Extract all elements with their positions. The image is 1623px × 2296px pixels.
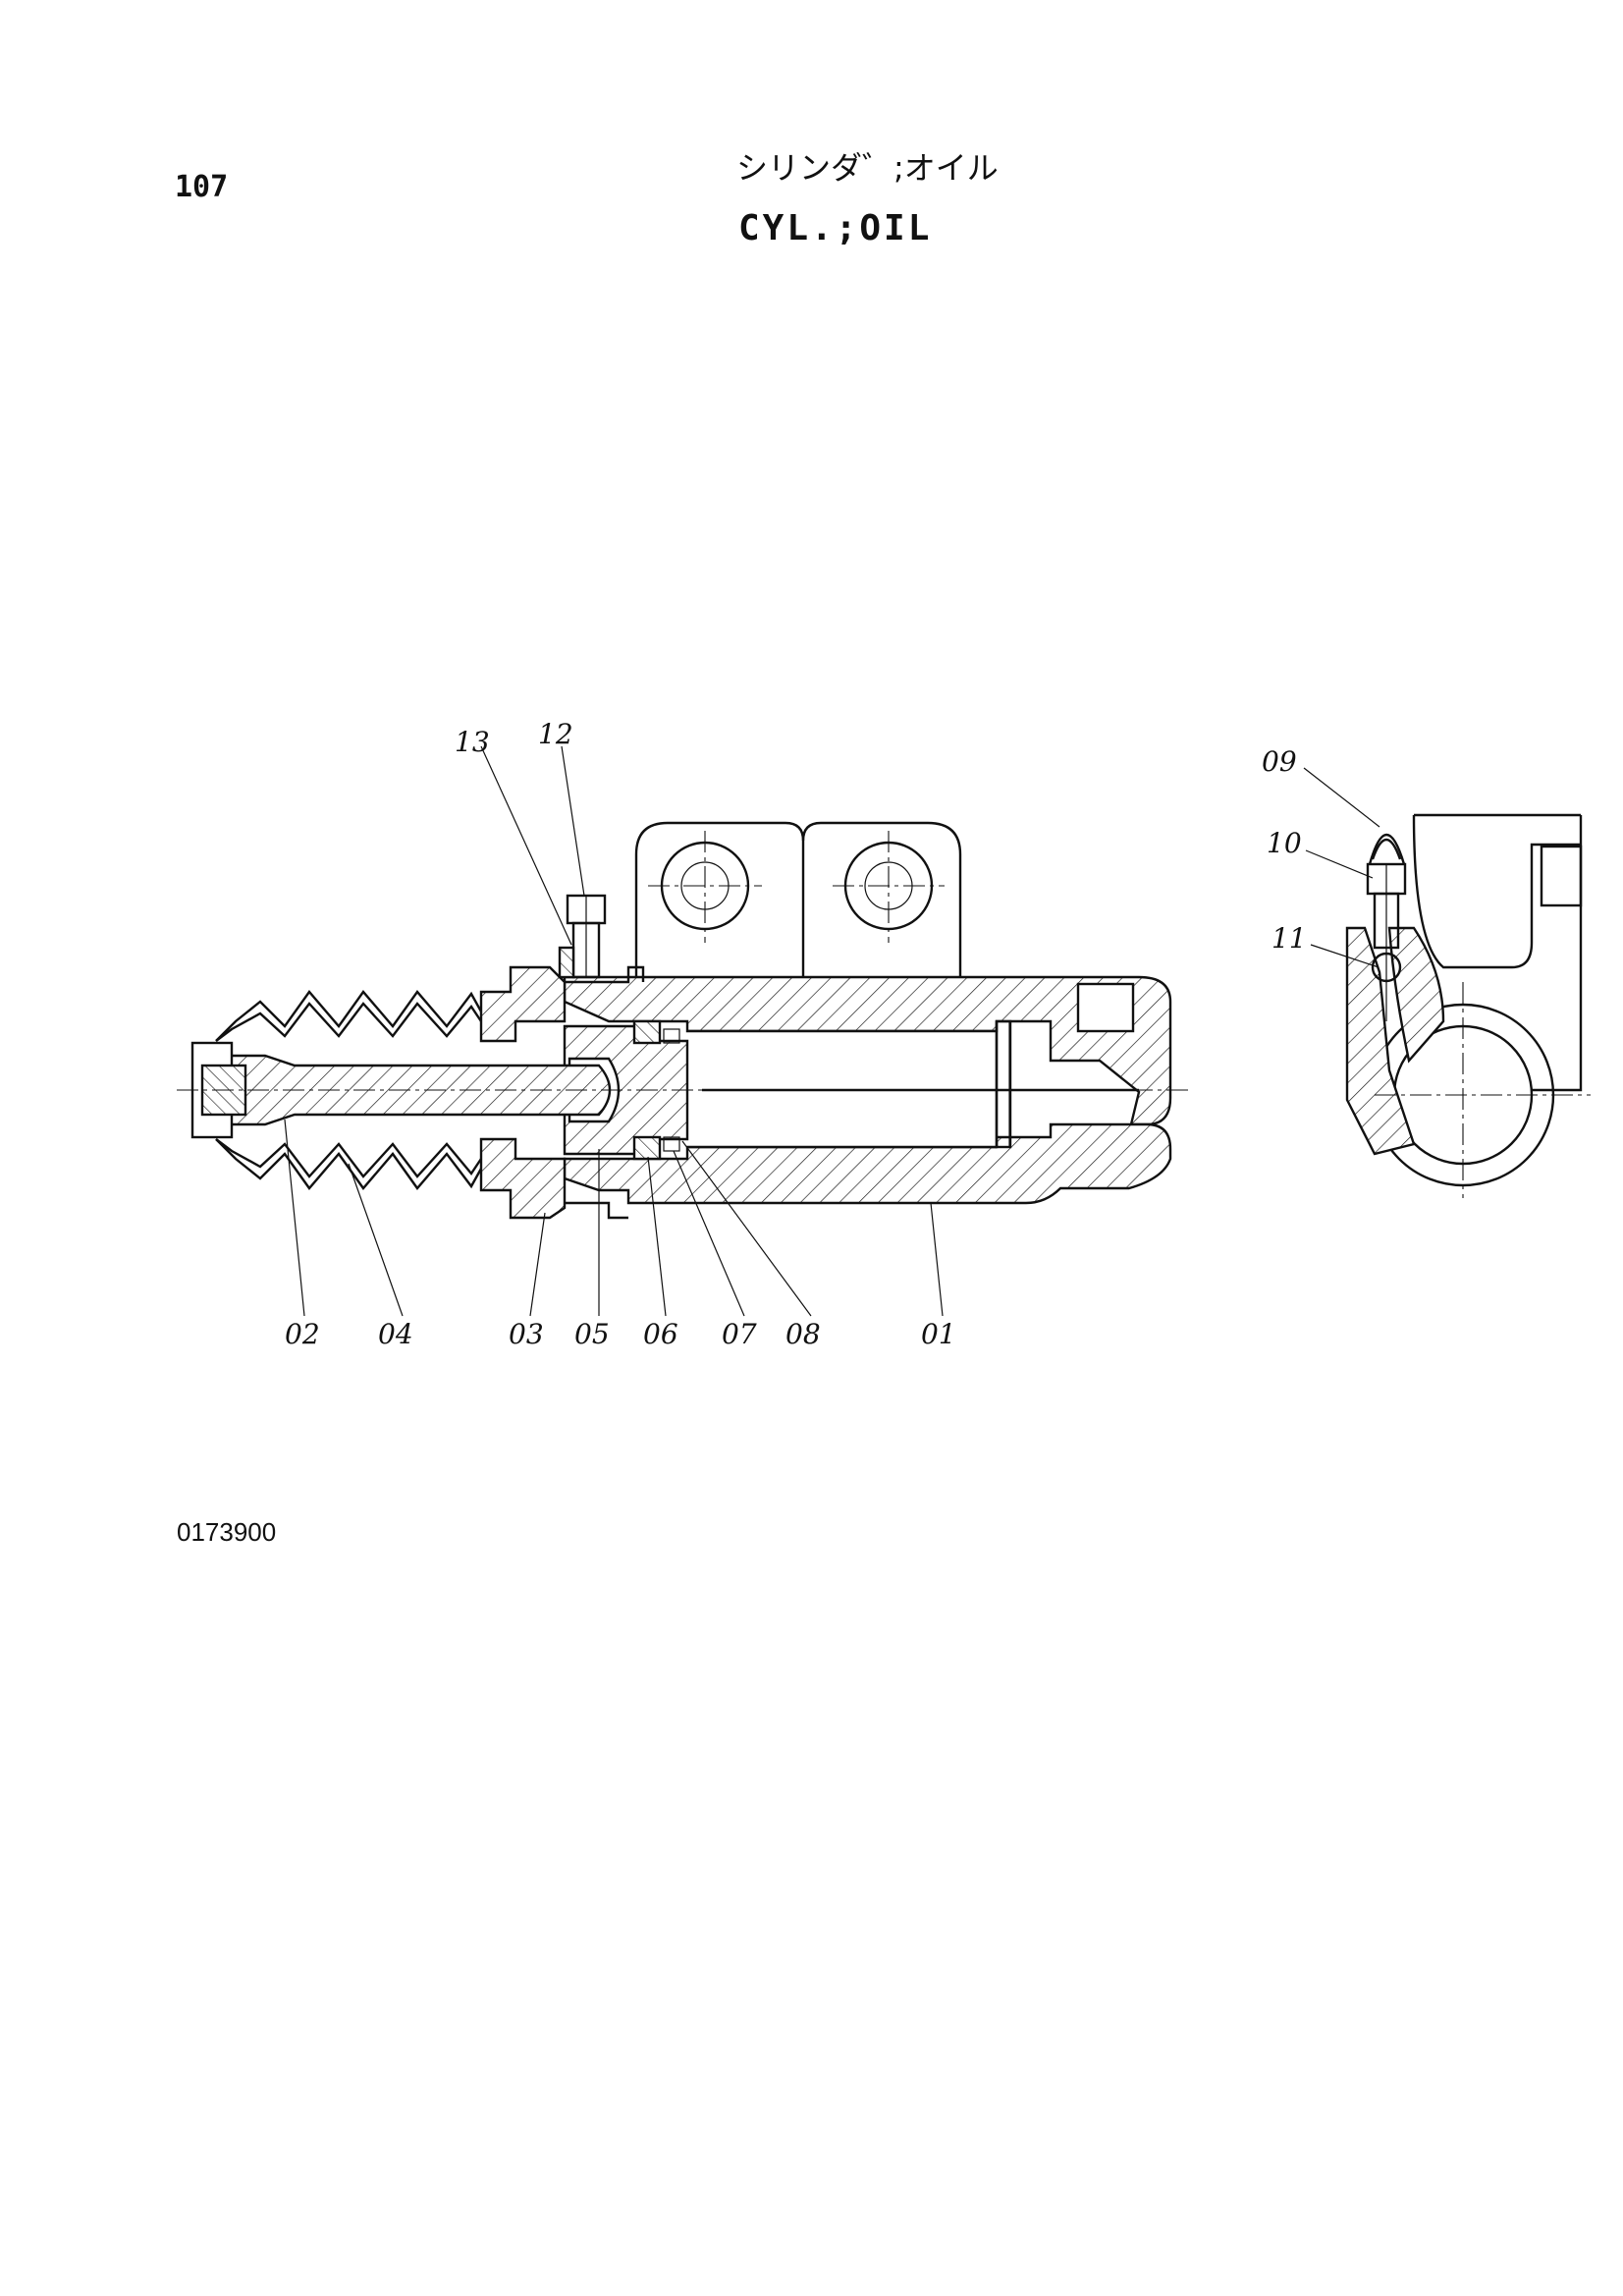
seal-lower xyxy=(632,1135,662,1161)
callouts: 13 12 09 10 11 02 04 03 05 06 07 08 01 xyxy=(284,718,1380,1350)
callout-07: 07 xyxy=(722,1318,757,1350)
callout-09: 09 xyxy=(1262,745,1297,778)
title-japanese: シリンダ゛;オイル xyxy=(736,149,999,187)
callout-03: 03 xyxy=(509,1318,544,1350)
callout-11: 11 xyxy=(1271,922,1307,955)
cylinder-body-lower xyxy=(563,1122,1172,1205)
bleeder-screw xyxy=(1366,833,1407,1021)
set-bolt xyxy=(558,894,607,979)
callout-10: 10 xyxy=(1267,827,1302,859)
page-number: 107 xyxy=(175,170,229,204)
callout-02: 02 xyxy=(285,1318,320,1350)
callout-01: 01 xyxy=(921,1318,956,1350)
callout-04: 04 xyxy=(378,1318,413,1350)
drawing-number: 0173900 xyxy=(177,1517,277,1547)
mounting-lugs xyxy=(634,821,962,977)
seal-upper xyxy=(632,1019,662,1045)
bleeder-port xyxy=(1076,982,1135,1033)
callout-08: 08 xyxy=(785,1318,821,1350)
callout-06: 06 xyxy=(643,1318,678,1350)
callout-12: 12 xyxy=(538,718,573,750)
callout-05: 05 xyxy=(574,1318,610,1350)
end-view xyxy=(1345,813,1591,1198)
title-english: CYL.;OIL xyxy=(738,208,933,248)
main-section-view xyxy=(177,821,1188,1220)
end-cap xyxy=(479,965,567,1043)
